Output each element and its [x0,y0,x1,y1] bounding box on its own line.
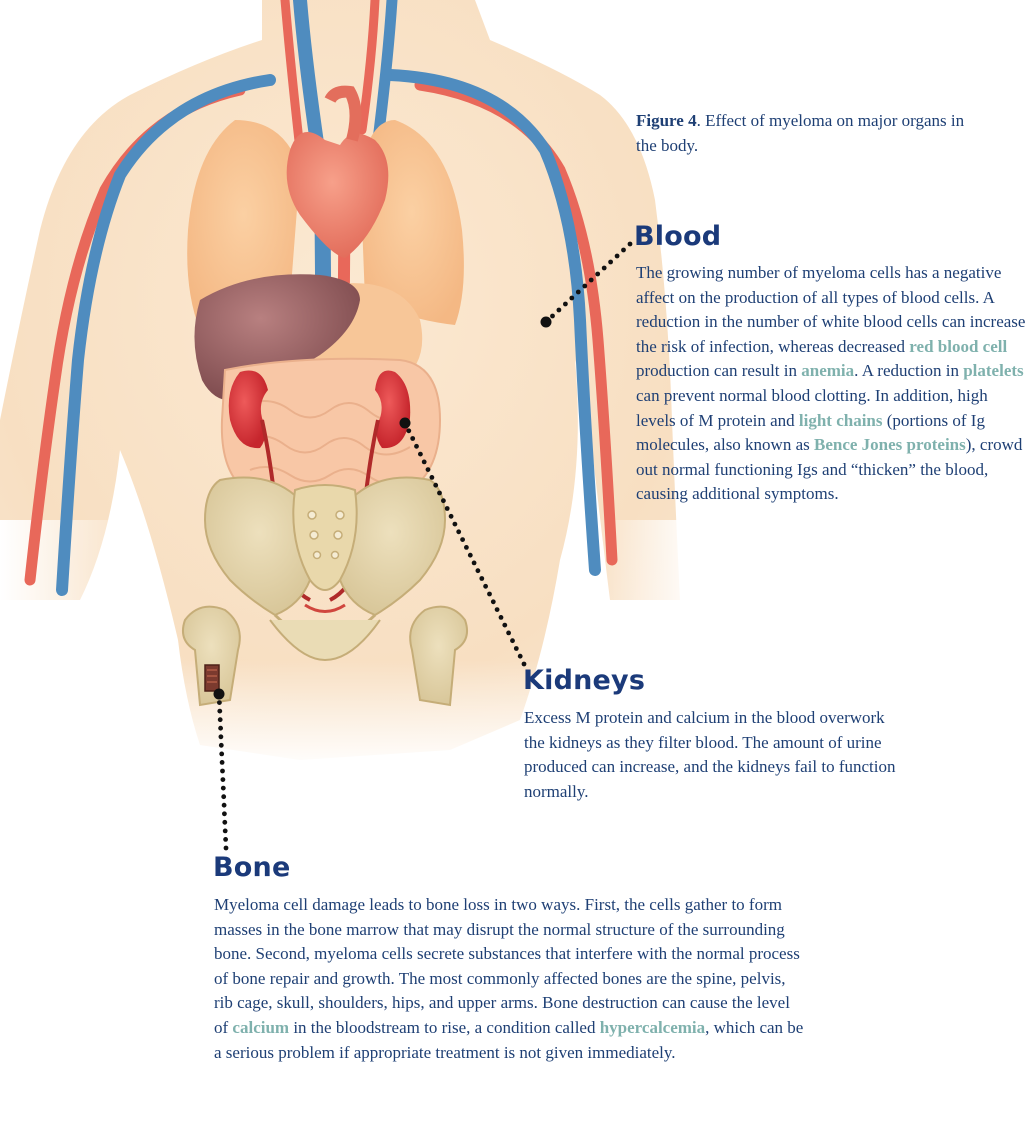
bone-text-2: in the bloodstream to rise, a condition … [289,1018,600,1037]
term-light-chains: light chains [799,411,883,430]
figure-label: Figure 4 [636,111,697,130]
bone-text-1: Myeloma cell damage leads to bone loss i… [214,895,800,1037]
term-platelets: platelets [963,361,1023,380]
term-red-blood-cell: red blood cell [909,337,1007,356]
bone-lesion [205,665,219,691]
term-anemia: anemia [801,361,854,380]
kidneys-heading: Kidneys [523,665,645,696]
blood-description: The growing number of myeloma cells has … [636,261,1026,507]
blood-text-2: production can result in [636,361,801,380]
term-bence-jones-proteins: Bence Jones proteins [814,435,966,454]
bone-heading: Bone [213,852,290,883]
blood-text-3: . A reduction in [854,361,963,380]
blood-heading: Blood [634,221,721,252]
figure-caption: Figure 4. Effect of myeloma on major org… [636,108,976,158]
term-hypercalcemia: hypercalcemia [600,1018,705,1037]
bone-description: Myeloma cell damage leads to bone loss i… [214,893,804,1065]
term-calcium: calcium [232,1018,289,1037]
kidneys-description: Excess M protein and calcium in the bloo… [524,706,904,804]
